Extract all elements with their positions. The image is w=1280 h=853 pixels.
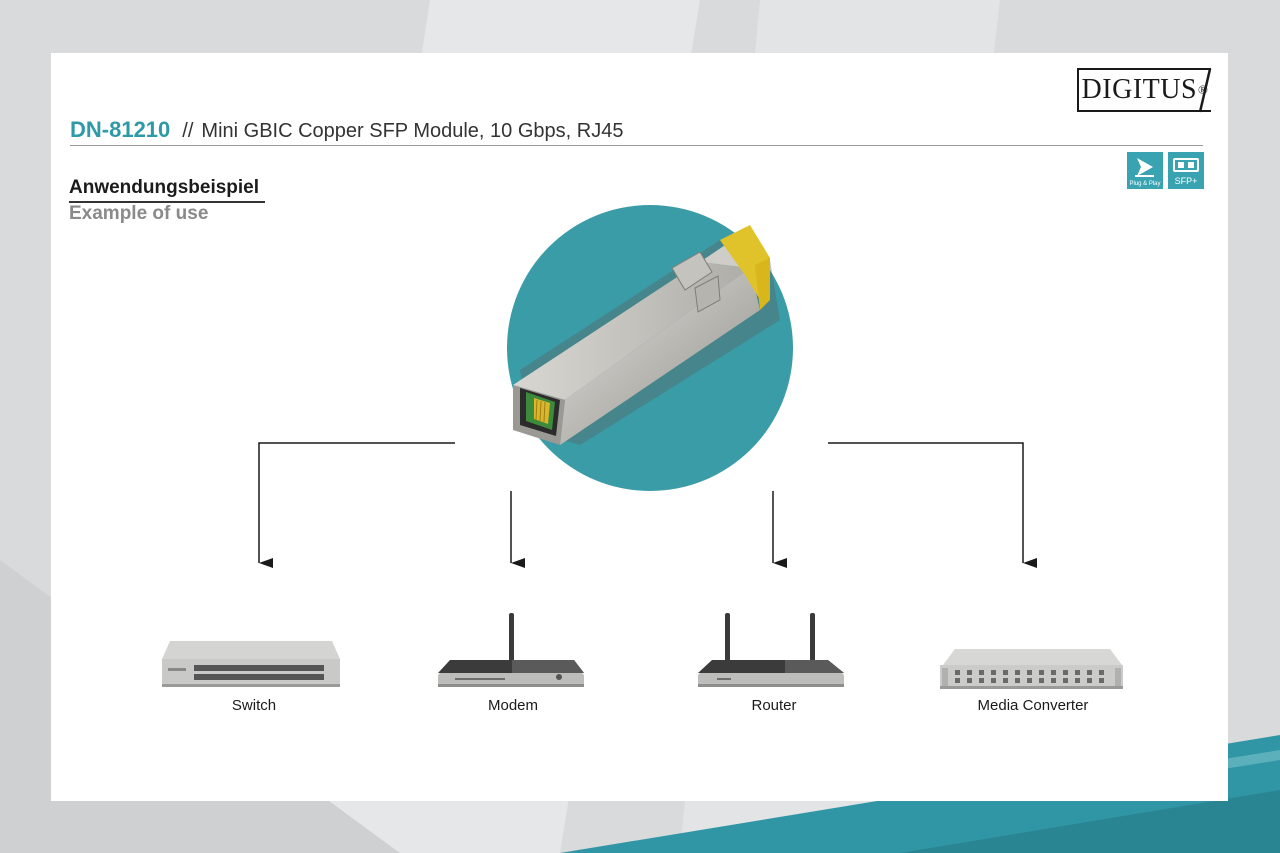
switch-icon (162, 641, 340, 687)
media-converter-icon (940, 649, 1123, 689)
device-label-switch: Switch (231, 697, 277, 714)
sfp-plus-badge: SFP+ (1168, 152, 1204, 189)
modem-icon (438, 613, 584, 687)
digitus-logo: DIGITUS® (1077, 68, 1211, 112)
logo-slash-icon (1198, 68, 1212, 113)
heading-german: Anwendungsbeispiel (69, 177, 265, 203)
title-divider (70, 145, 1203, 146)
sfp-module-image (513, 225, 780, 445)
connector-media-converter (828, 442, 1037, 568)
device-label-media-converter: Media Converter (977, 697, 1089, 714)
plug-and-play-badge: Plug & Play (1127, 152, 1163, 189)
plug-and-play-icon (1135, 158, 1154, 177)
registered-mark: ® (1198, 82, 1209, 97)
router-icon (698, 613, 844, 687)
logo-text: DIGITUS (1081, 74, 1198, 105)
product-title: DN-81210 // Mini GBIC Copper SFP Module, 1… (70, 117, 623, 143)
title-separator: // (182, 120, 194, 142)
plug-and-play-label: Plug & Play (1129, 181, 1161, 187)
sfp-plus-label: SFP+ (1174, 176, 1198, 186)
sfp-plus-icon (1173, 158, 1199, 172)
heading-english: Example of use (69, 203, 209, 224)
product-name: Mini GBIC Copper SFP Module, 10 Gbps, RJ… (201, 120, 624, 142)
device-label-router: Router (751, 697, 797, 714)
connector-switch (258, 442, 455, 568)
product-code: DN-81210 (70, 117, 171, 142)
device-label-modem: Modem (487, 697, 539, 714)
